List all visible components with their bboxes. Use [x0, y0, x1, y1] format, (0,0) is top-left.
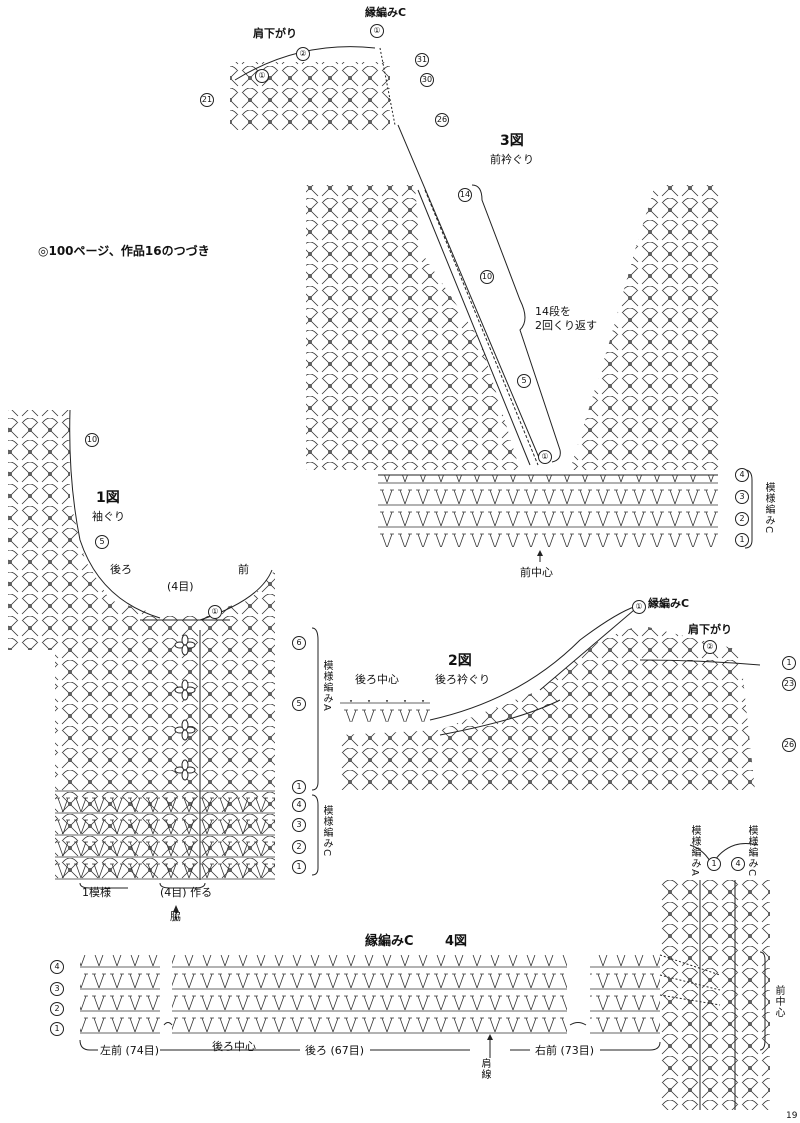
fig1-four-bottom: (4目) 作る [160, 886, 213, 899]
fig3-title: 3図 [500, 133, 524, 149]
fig3-repeat-note-1: 14段を [535, 305, 571, 318]
fig4-chart [79, 843, 770, 1110]
fig4-title: 4図 [445, 934, 468, 949]
fig4-row-3: 3 [50, 982, 64, 996]
fig3-bracket [471, 184, 561, 463]
fig1-a-row-1: 1 [292, 780, 306, 794]
fig1-a-row-6: 6 [292, 636, 306, 650]
fig1-pattern-a: 模様編みA [321, 660, 332, 712]
fig1-a-row-5: 5 [292, 697, 306, 711]
fig4-back-center: 後ろ中心 [212, 1040, 256, 1053]
fig1-one-pattern: 1模様 [82, 886, 111, 899]
fig4-row-2: 2 [50, 1002, 64, 1016]
fig4-edging-title: 縁編みC [365, 934, 414, 949]
fig1-c-row-2: 2 [292, 840, 306, 854]
fig1-subtitle: 袖ぐり [92, 510, 125, 523]
top-row-31: 31 [415, 53, 429, 67]
fig4-row-1: 1 [50, 1022, 64, 1036]
fig1-top-row-1: ① [208, 605, 222, 619]
fig4-left-front: 左前 (74目) [100, 1044, 160, 1057]
fig3-row-14: 14 [458, 188, 472, 202]
fig4-front-center: 前中心 [773, 985, 784, 1018]
fig3-border-row-4: 4 [735, 468, 749, 482]
fig2-shoulder-label: 肩下がり [688, 623, 732, 636]
fig3-subtitle: 前衿ぐり [490, 153, 534, 166]
top-row-26: 26 [435, 113, 449, 127]
fig3-border-row-2: 2 [735, 512, 749, 526]
fig1-row-10: 10 [85, 433, 99, 447]
fig3-border-row-1: 1 [735, 533, 749, 547]
fig2-row-1: 1 [782, 656, 796, 670]
fig2-row-23: 23 [782, 677, 796, 691]
fig2-title: 2図 [448, 653, 472, 669]
fig3-front-center: 前中心 [520, 566, 553, 579]
page-number: 19 [786, 1111, 798, 1121]
fig4-right-front: 右前 (73目) [535, 1044, 595, 1057]
fig1-row-5: 5 [95, 535, 109, 549]
fig4-row-4: 4 [50, 960, 64, 974]
fig2-row-26: 26 [782, 738, 796, 752]
fig3-row-1: ① [538, 450, 552, 464]
top-row-21: 21 [200, 93, 214, 107]
fig3-row-10: 10 [480, 270, 494, 284]
fig1-side: 脇 [170, 910, 181, 923]
fig2-row-1-top: ① [632, 600, 646, 614]
intro-note: ◎100ページ、作品16のつづき [38, 244, 210, 258]
fig2-subtitle: 後ろ衿ぐり [435, 673, 490, 686]
fig1-back: 後ろ [110, 563, 132, 576]
fig1-front: 前 [238, 563, 249, 576]
fig4-c-row-4: 4 [731, 857, 745, 871]
fig1-title: 1図 [96, 490, 120, 506]
top-row-1: ① [370, 24, 384, 38]
fig1-c-row-4: 4 [292, 798, 306, 812]
fig1-pattern-c: 模様編みC [321, 805, 332, 857]
fig4-shoulder-line: 肩線 [479, 1058, 490, 1080]
fig2-chart [340, 604, 761, 790]
fig3-right-body [570, 185, 720, 470]
fig3-left-body [306, 185, 539, 470]
fig2-back-center: 後ろ中心 [355, 673, 399, 686]
fig1-c-row-1: 1 [292, 860, 306, 874]
top-row-2: ② [296, 47, 310, 61]
fig3-border [378, 475, 718, 547]
fig4-back: 後ろ (67目) [305, 1044, 365, 1057]
top-row-1b: ① [255, 69, 269, 83]
top-row-30: 30 [420, 73, 434, 87]
fig1-four-top: (4目) [167, 580, 194, 593]
fig1-c-row-3: 3 [292, 818, 306, 832]
fig4-a-row-1: 1 [707, 857, 721, 871]
fig4-pattern-a: 模様編みA [689, 825, 700, 877]
fig3-pattern-label: 模様編みC [763, 482, 774, 534]
fig2-edging-label: 縁編みC [648, 597, 690, 610]
fig3-border-row-3: 3 [735, 490, 749, 504]
fig3-row-5: 5 [517, 374, 531, 388]
top-edging-title: 縁編みC [365, 6, 407, 19]
top-shoulder-label: 肩下がり [253, 27, 297, 40]
fig2-row-2: ② [703, 640, 717, 654]
fig4-pattern-c: 模様編みC [746, 825, 757, 877]
fig1-chart [8, 409, 275, 880]
fig3-repeat-note-2: 2回くり返す [535, 319, 597, 332]
